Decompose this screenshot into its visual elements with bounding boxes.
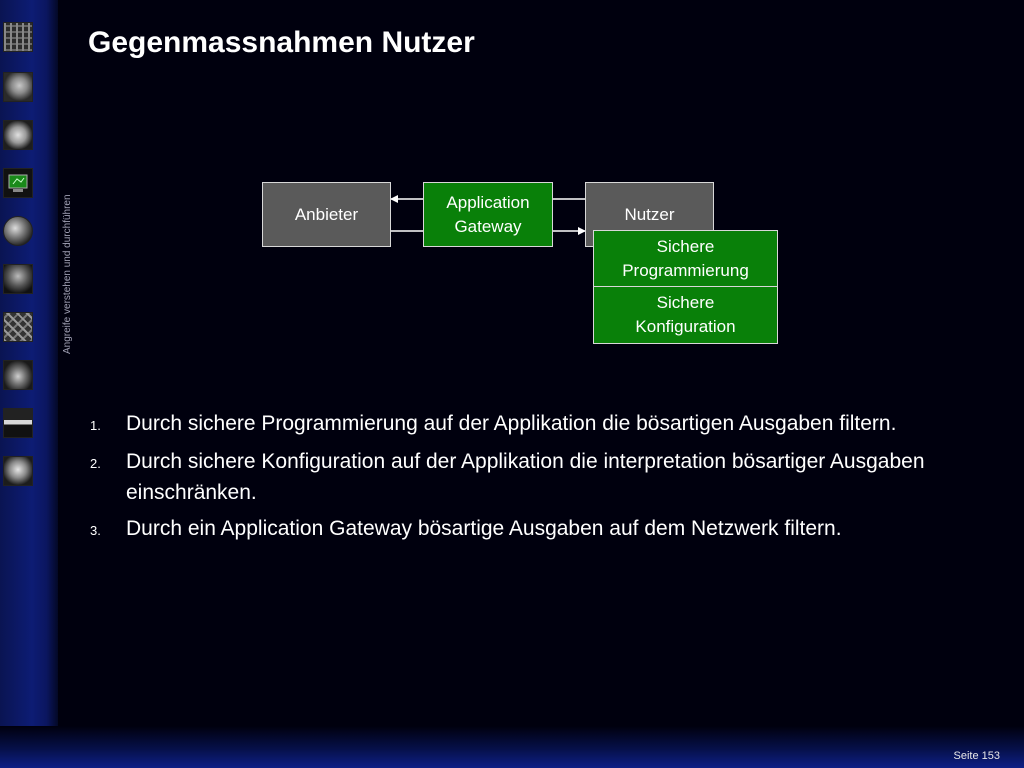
monster-icon: [3, 264, 33, 294]
node-gateway-label: Application Gateway: [446, 192, 530, 236]
face-icon: [3, 72, 33, 102]
virus-icon: [3, 216, 33, 246]
node-nutzer-label: Nutzer: [624, 205, 675, 224]
list-item: 3. Durch ein Application Gateway bösarti…: [90, 513, 1000, 546]
node-anbieter: Anbieter: [262, 182, 391, 247]
maze-icon: [3, 22, 33, 52]
list-item: 2. Durch sichere Konfiguration auf der A…: [90, 446, 1000, 508]
node-programmierung-label: Sichere Programmierung: [622, 236, 749, 280]
list-number: 3.: [90, 523, 101, 538]
page-number: Seite 153: [953, 750, 1000, 762]
hand-icon: [3, 360, 33, 390]
list-number: 2.: [90, 456, 101, 471]
clown-icon: [3, 456, 33, 486]
bottom-bar: [0, 726, 1024, 768]
node-sichere-programmierung: Sichere Programmierung: [593, 230, 778, 287]
node-konfiguration-label: Sichere Konfiguration: [635, 293, 736, 336]
hand-icon: [3, 120, 33, 150]
ninja-icon: [3, 408, 33, 438]
countermeasure-list: 1. Durch sichere Programmierung auf der …: [90, 408, 1000, 551]
list-number: 1.: [90, 418, 101, 433]
sidebar: [0, 0, 58, 768]
computer-icon: [3, 168, 33, 198]
node-application-gateway: Application Gateway: [423, 182, 553, 247]
list-text: Durch ein Application Gateway bösartige …: [126, 517, 842, 540]
cube-icon: [3, 312, 33, 342]
node-anbieter-label: Anbieter: [294, 204, 359, 224]
page-title: Gegenmassnahmen Nutzer: [88, 26, 475, 59]
list-item: 1. Durch sichere Programmierung auf der …: [90, 408, 1000, 441]
node-sichere-konfiguration: Sichere Konfiguration: [593, 286, 778, 344]
list-text: Durch sichere Programmierung auf der App…: [126, 412, 897, 435]
list-text: Durch sichere Konfiguration auf der Appl…: [126, 450, 925, 504]
